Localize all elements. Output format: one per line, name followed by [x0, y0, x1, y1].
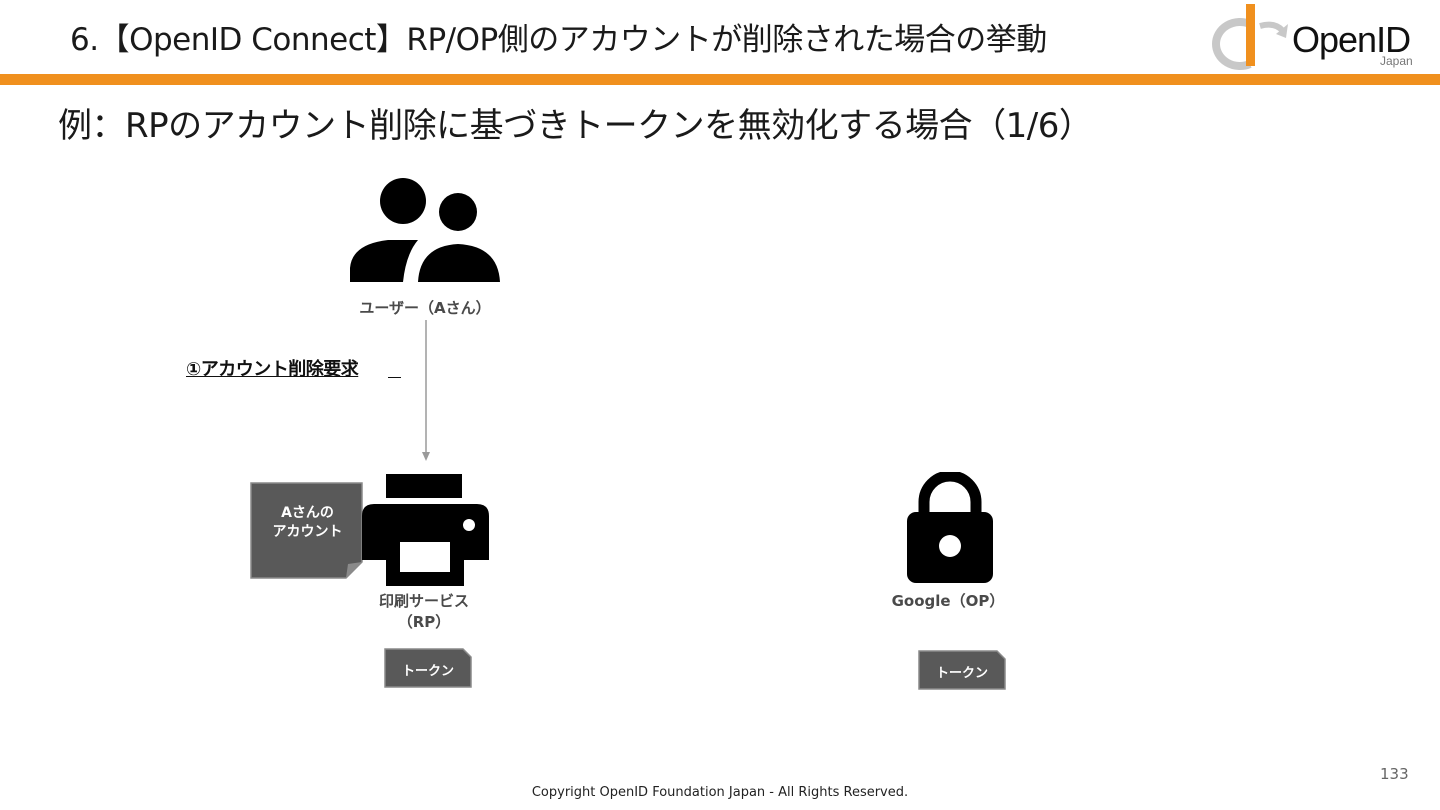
request-arrow — [422, 320, 430, 461]
rp-label-line2: （RP） — [397, 613, 451, 631]
step-1-label: ①アカウント削除要求 — [186, 359, 359, 380]
rp-token-label: トークン — [401, 664, 454, 679]
rp-token-shape — [384, 648, 472, 688]
slide-subtitle: 例：RPのアカウント削除に基づきトークンを無効化する場合（1/6） — [58, 106, 1093, 146]
header-accent-rule — [0, 74, 1440, 85]
op-token-shape — [918, 650, 1006, 690]
logo-subtext: Japan — [1380, 54, 1413, 68]
rp-token: トークン — [384, 648, 472, 688]
account-document-shape — [250, 482, 363, 579]
op-token: トークン — [918, 650, 1006, 690]
slide-header-title: 6.【OpenID Connect】RP/OP側のアカウントが削除された場合の挙… — [70, 22, 1047, 58]
op-label: Google（OP） — [891, 592, 1005, 610]
printer-icon — [362, 474, 489, 586]
user-label: ユーザー（Aさん） — [359, 299, 491, 317]
rp-label-line1: 印刷サービス — [378, 592, 469, 610]
lock-icon — [907, 472, 993, 583]
account-doc-line1: Aさんの — [281, 505, 334, 521]
op-token-label: トークン — [935, 666, 988, 681]
step-underline-extension — [388, 377, 401, 378]
openid-logo: OpenID Japan — [1212, 2, 1427, 72]
openid-logo-mark-icon — [1212, 4, 1288, 70]
logo-text: OpenID — [1292, 19, 1411, 60]
page-number: 133 — [1380, 765, 1409, 783]
account-document: Aさんの アカウント — [250, 482, 365, 580]
copyright-footer: Copyright OpenID Foundation Japan - All … — [531, 785, 909, 800]
account-doc-line2: アカウント — [272, 524, 343, 540]
users-icon — [350, 178, 500, 282]
